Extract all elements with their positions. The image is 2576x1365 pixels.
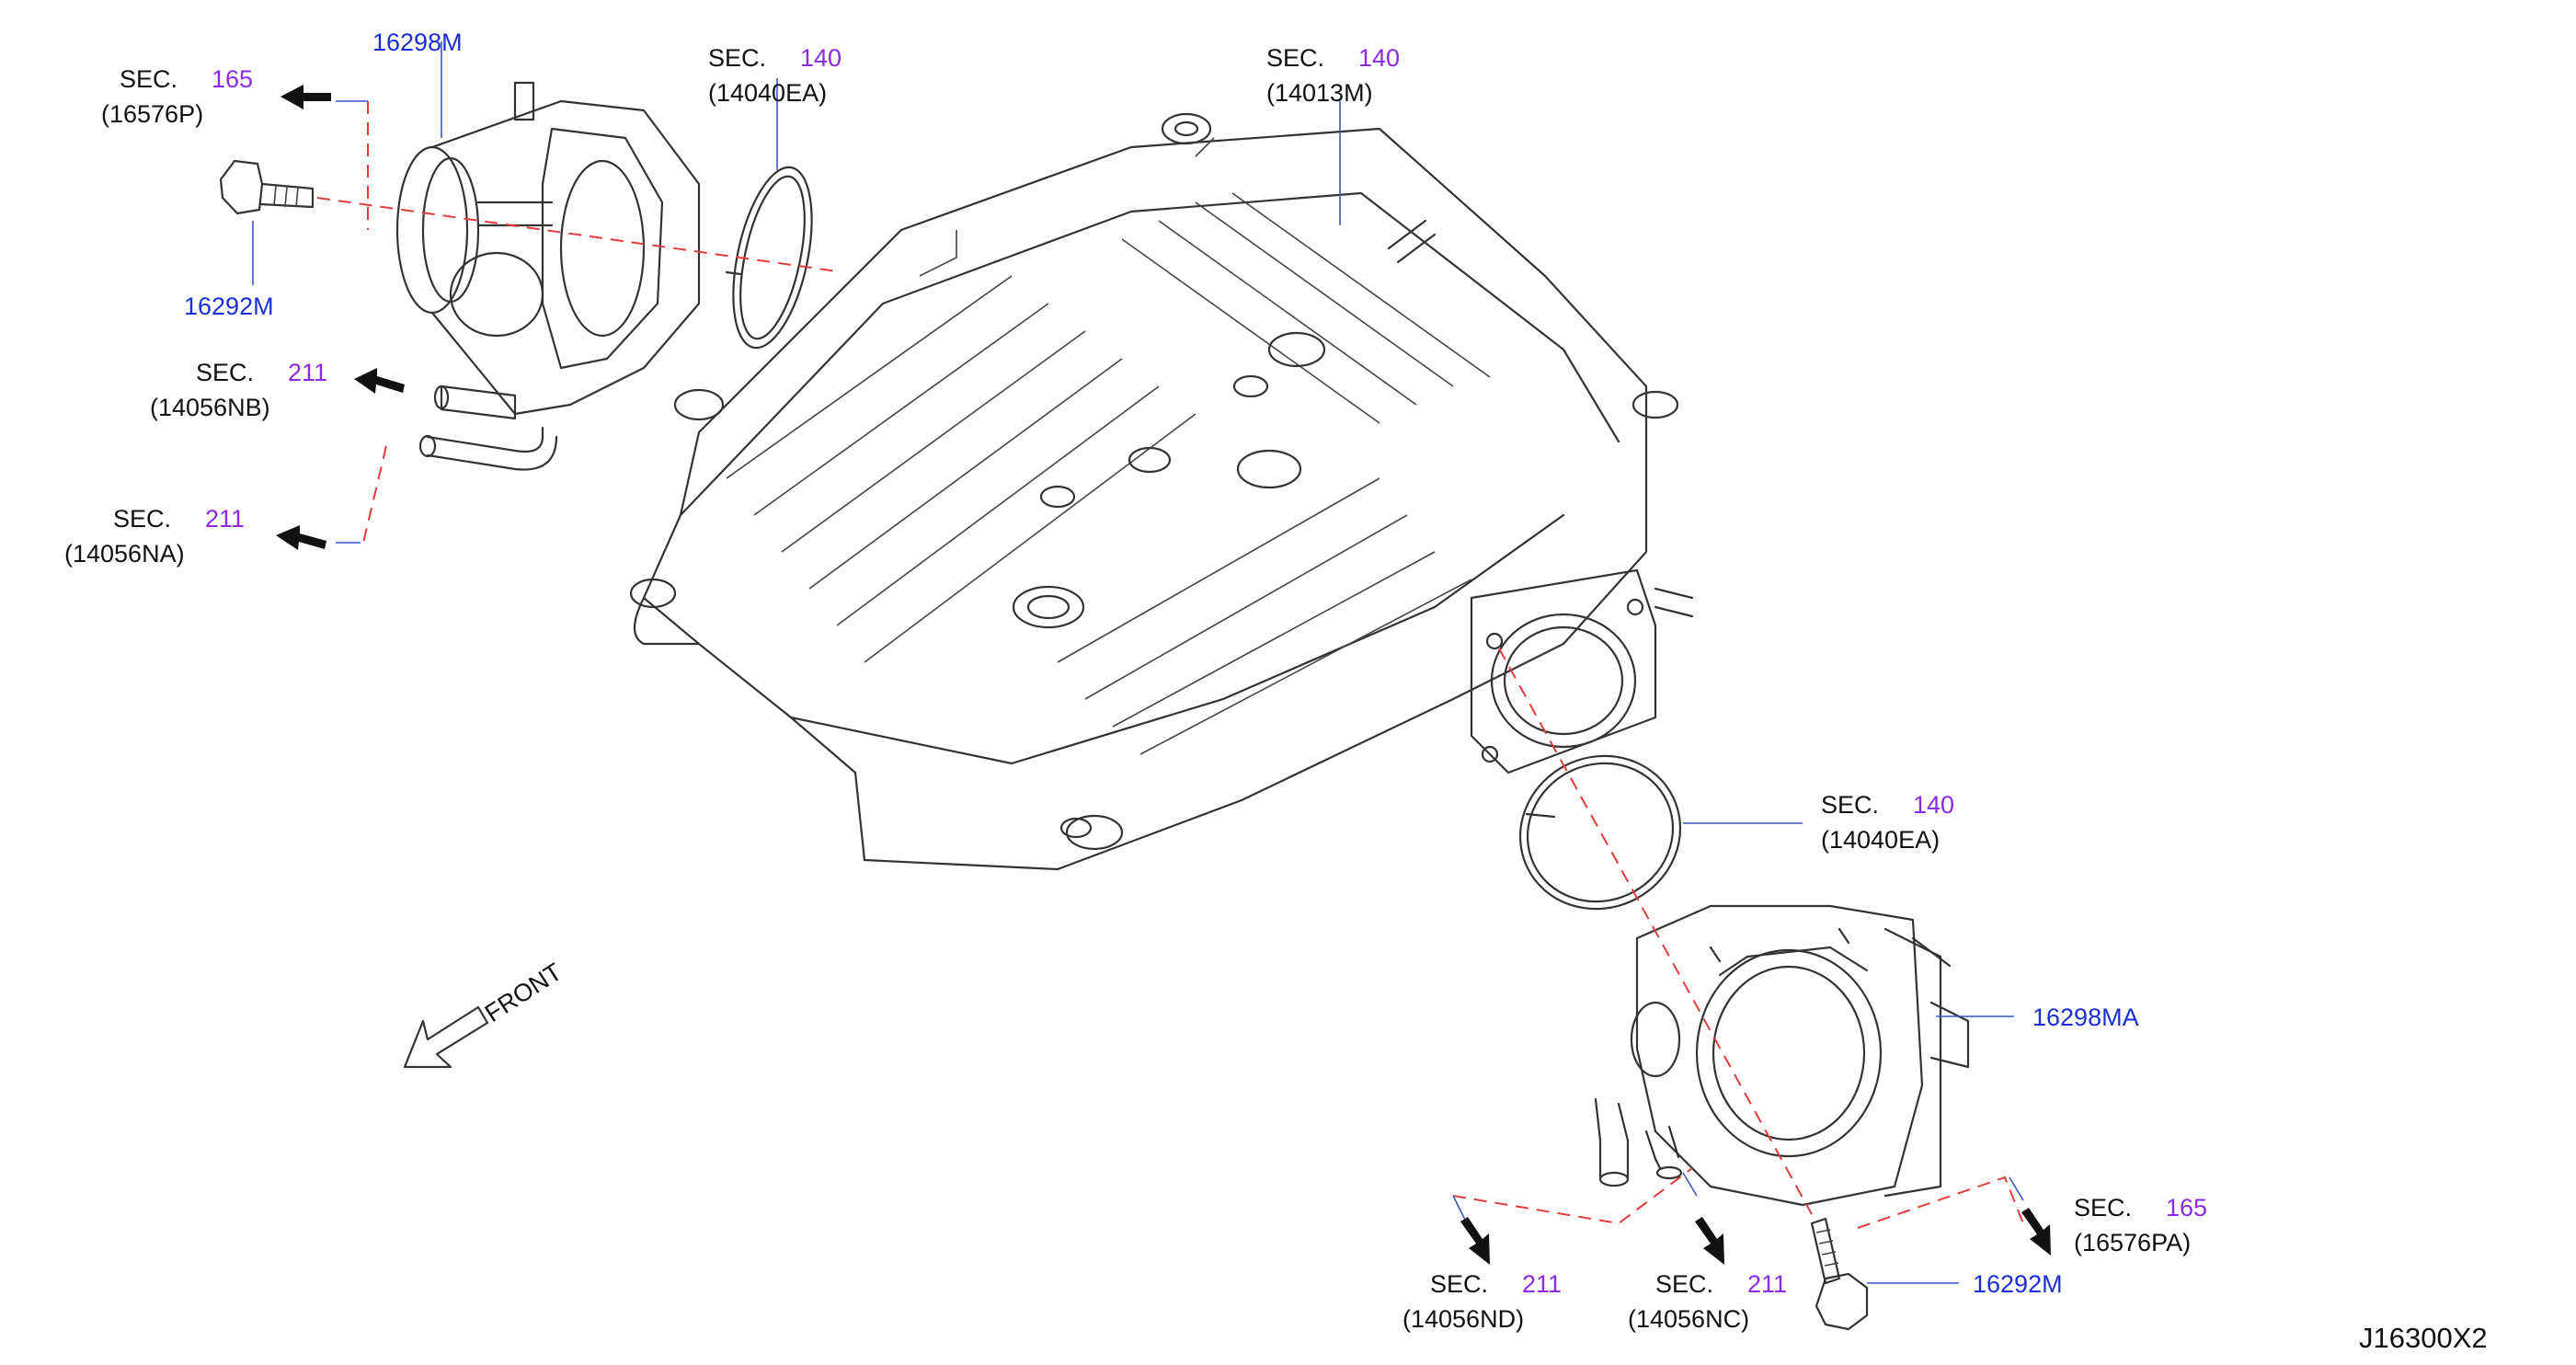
- alignment-lines: [316, 101, 2024, 1229]
- sec-label: SEC.: [708, 44, 766, 72]
- ref-sec165-left: SEC. 165 (16576P): [101, 65, 253, 128]
- sec-label: SEC.: [1430, 1270, 1488, 1298]
- sec-number: 165: [2166, 1194, 2207, 1222]
- arrow-sec211-nc: [1695, 1217, 1724, 1265]
- intake-manifold-collector-drawing: [629, 112, 1694, 871]
- sec-label: SEC.: [113, 505, 171, 533]
- part-code: (14056ND): [1402, 1305, 1524, 1333]
- gasket-right-drawing: [1518, 754, 1682, 911]
- sec-label: SEC.: [2074, 1194, 2132, 1222]
- part-code: (16576PA): [2074, 1229, 2191, 1256]
- arrow-sec165-right: [2021, 1208, 2051, 1256]
- reference-arrows: [276, 85, 2051, 1265]
- part-code: (16576P): [101, 100, 203, 128]
- throttle-body-left-drawing: [395, 81, 701, 471]
- ref-manifold-collector: SEC. 140 (14013M): [1266, 44, 1400, 107]
- ref-sec165-right: SEC. 165 (16576PA): [2074, 1194, 2207, 1256]
- sec-number: 140: [1358, 44, 1400, 72]
- ref-sec211-nc: SEC. 211 (14056NC): [1628, 1270, 1787, 1333]
- sec-label: SEC.: [1266, 44, 1324, 72]
- part-label-throttle-body-left: 16298M: [372, 29, 463, 56]
- sec-label: SEC.: [120, 65, 177, 93]
- part-code: (14056NA): [64, 540, 185, 568]
- arrow-sec211-nd: [1460, 1217, 1490, 1265]
- gasket-top-drawing: [725, 166, 813, 350]
- sec-number: 211: [288, 359, 327, 386]
- arrow-sec211-na: [276, 525, 326, 550]
- part-code: (14040EA): [708, 79, 827, 107]
- sec-number: 211: [1522, 1270, 1562, 1298]
- front-label: FRONT: [480, 958, 567, 1027]
- part-code: (14040EA): [1821, 826, 1940, 854]
- sec-number: 211: [1747, 1270, 1787, 1298]
- arrow-sec211-nb: [354, 368, 405, 394]
- sec-label: SEC.: [196, 359, 254, 386]
- front-direction-indicator: FRONT: [403, 958, 567, 1069]
- sec-number: 165: [212, 65, 253, 93]
- sec-label: SEC.: [1655, 1270, 1713, 1298]
- bolt-right-drawing: [1810, 1217, 1869, 1331]
- diagram-id: J16300X2: [2359, 1322, 2488, 1354]
- part-label-throttle-body-right: 16298MA: [2032, 1004, 2139, 1031]
- part-label-bolt-left: 16292M: [184, 292, 274, 320]
- ref-sec211-nd: SEC. 211 (14056ND): [1402, 1270, 1562, 1333]
- ref-sec211-na: SEC. 211 (14056NA): [64, 505, 245, 568]
- part-label-bolt-right: 16292M: [1973, 1270, 2063, 1298]
- throttle-body-right-drawing: [1594, 904, 1970, 1207]
- sec-number: 140: [1913, 791, 1954, 819]
- part-code: (14056NB): [150, 394, 270, 421]
- leader-lines: [252, 41, 2024, 1284]
- ref-sec211-nb: SEC. 211 (14056NB): [150, 359, 327, 421]
- sec-label: SEC.: [1821, 791, 1879, 819]
- sec-number: 140: [800, 44, 841, 72]
- arrow-sec165-left: [280, 85, 331, 109]
- part-code: (14056NC): [1628, 1305, 1749, 1333]
- part-code: (14013M): [1266, 79, 1373, 107]
- ref-gasket-top: SEC. 140 (14040EA): [708, 44, 841, 107]
- sec-number: 211: [205, 505, 245, 533]
- ref-gasket-right: SEC. 140 (14040EA): [1821, 791, 1954, 854]
- bolt-left-drawing: [219, 159, 315, 215]
